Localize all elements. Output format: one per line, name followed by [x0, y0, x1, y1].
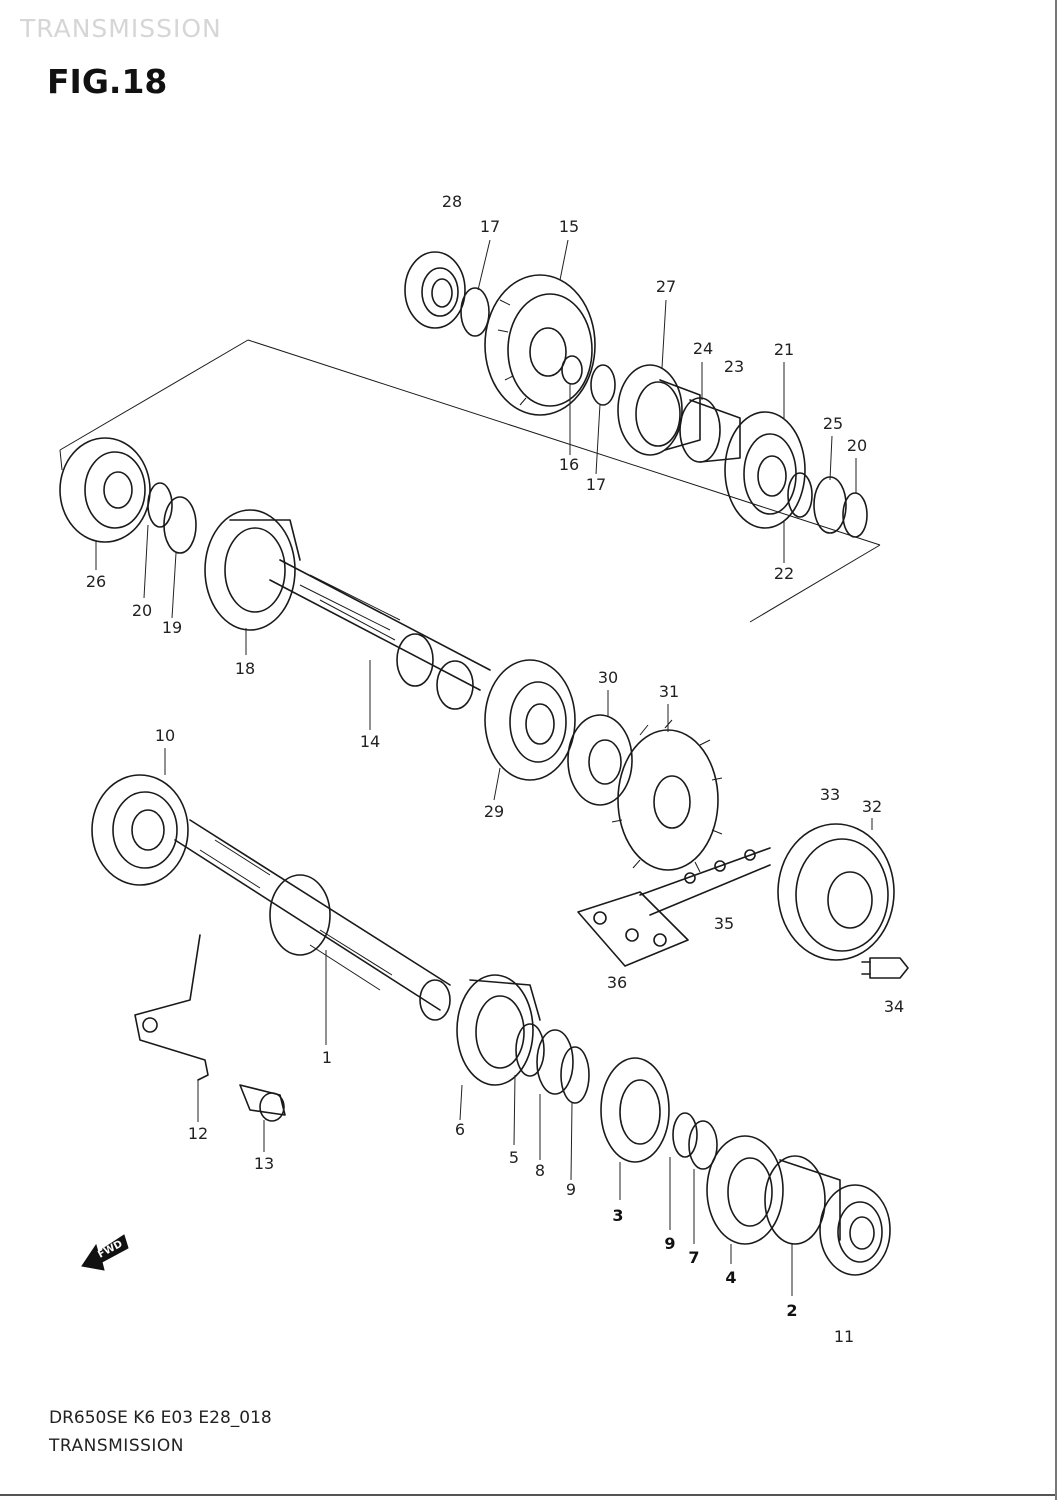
label-30: 30	[598, 668, 618, 687]
label-6: 6	[455, 1120, 465, 1139]
circlip-9-left	[560, 1046, 590, 1104]
bearing-10	[91, 774, 189, 886]
label-12: 12	[188, 1124, 208, 1143]
label-18: 18	[235, 659, 255, 678]
stopper-plate-12	[134, 934, 209, 1081]
bearing-11	[819, 1184, 891, 1276]
bushing-5	[515, 1023, 545, 1077]
label-8: 8	[535, 1161, 545, 1180]
sprocket-cover-32	[777, 823, 895, 961]
label-3: 3	[612, 1206, 623, 1225]
bushing-22	[787, 472, 813, 518]
label-17-top: 17	[480, 217, 500, 236]
washer-25	[813, 476, 847, 534]
label-11: 11	[834, 1327, 854, 1346]
footer-section-name: TRANSMISSION	[49, 1436, 185, 1456]
gear-21	[724, 411, 806, 529]
gear-23-24	[679, 397, 741, 463]
label-25: 25	[823, 414, 843, 433]
label-20-right: 20	[847, 436, 867, 455]
bottom-border	[0, 1494, 1057, 1496]
label-15: 15	[559, 217, 579, 236]
washer-17-top	[460, 287, 490, 337]
gear-4	[706, 1135, 784, 1245]
label-36: 36	[607, 973, 627, 992]
label-31: 31	[659, 682, 679, 701]
gear-15	[484, 274, 596, 416]
gear-3	[600, 1057, 670, 1163]
right-border	[1055, 0, 1057, 1500]
label-1: 1	[322, 1048, 332, 1067]
circlip-20-left	[147, 482, 173, 528]
label-13: 13	[254, 1154, 274, 1173]
circlip-9-right	[672, 1112, 698, 1158]
label-20-left: 20	[132, 601, 152, 620]
label-16: 16	[559, 455, 579, 474]
label-10: 10	[155, 726, 175, 745]
bushing-16	[561, 355, 583, 385]
circlip-20-top	[842, 492, 868, 538]
label-2: 2	[786, 1301, 797, 1320]
bearing-29	[484, 659, 576, 781]
part-labels: 28 17 15 27 24 23 21 25 20 16 17 22 26 2…	[86, 192, 904, 1346]
label-23: 23	[724, 357, 744, 376]
bearing-28	[404, 251, 466, 329]
label-22: 22	[774, 564, 794, 583]
label-9-right: 9	[664, 1234, 675, 1253]
label-26: 26	[86, 572, 106, 591]
washer-8	[536, 1029, 574, 1095]
label-27: 27	[656, 277, 676, 296]
bolt-34	[861, 957, 909, 979]
forward-arrow-icon: FWD	[81, 1234, 129, 1271]
label-33: 33	[820, 785, 840, 804]
label-24: 24	[693, 339, 713, 358]
figure-title: FIG.18	[47, 62, 168, 101]
label-29: 29	[484, 802, 504, 821]
seal-30	[567, 714, 633, 806]
sprocket-31	[611, 719, 723, 873]
footer-diagram-code: DR650SE K6 E03 E28_018	[49, 1408, 272, 1428]
washer-19	[163, 496, 197, 554]
chain-link-36	[577, 891, 689, 967]
label-28: 28	[442, 192, 462, 211]
label-32: 32	[862, 797, 882, 816]
gear-18	[204, 509, 301, 631]
label-19: 19	[162, 618, 182, 637]
label-34: 34	[884, 997, 904, 1016]
faint-header-title: TRANSMISSION	[20, 14, 222, 43]
label-35: 35	[714, 914, 734, 933]
mainshaft-1	[174, 819, 451, 1021]
gear-27	[617, 364, 701, 456]
screw-13	[239, 1084, 286, 1122]
leader-lines	[95, 239, 873, 1296]
label-7: 7	[688, 1248, 699, 1267]
chain-35	[639, 847, 771, 916]
gear-6	[456, 974, 541, 1086]
label-21: 21	[774, 340, 794, 359]
label-14: 14	[360, 732, 380, 751]
washer-17-mid	[590, 364, 616, 406]
washer-7	[688, 1120, 718, 1170]
label-5: 5	[509, 1148, 519, 1167]
label-17-mid: 17	[586, 475, 606, 494]
label-4: 4	[725, 1268, 736, 1287]
gear-26	[59, 437, 151, 543]
label-9-left: 9	[566, 1180, 576, 1199]
countershaft-14	[269, 559, 491, 710]
group-outline	[59, 339, 881, 623]
